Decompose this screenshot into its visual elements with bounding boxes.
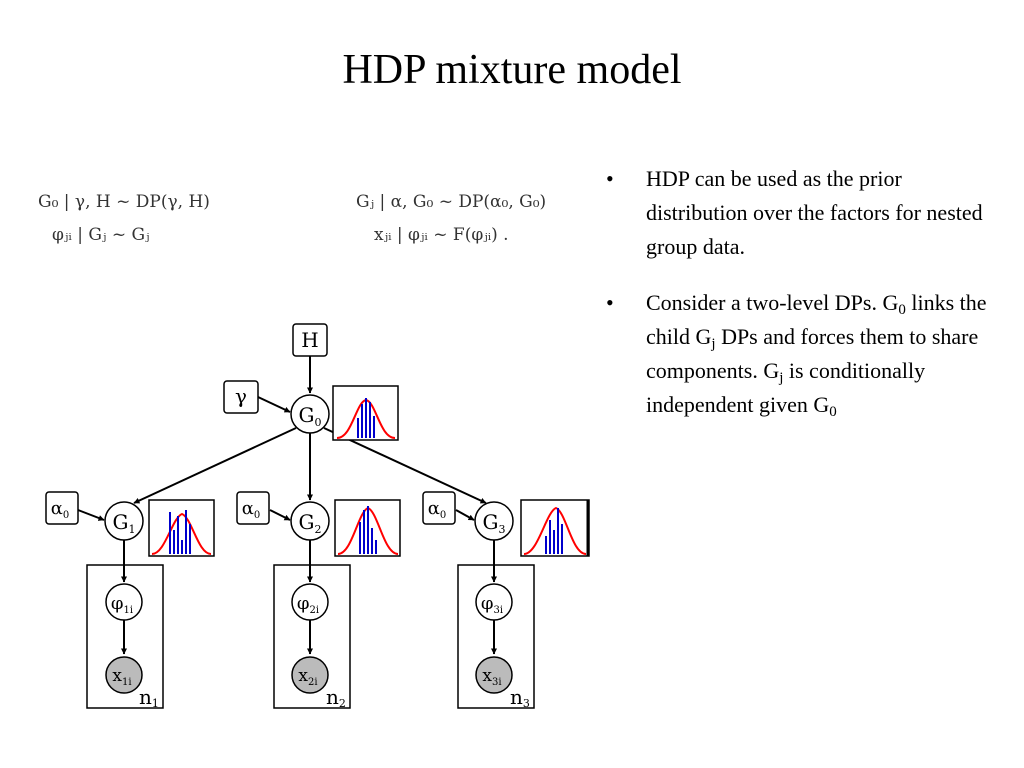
node-alpha0-group-3	[422, 491, 456, 525]
edge-alpha-g3	[455, 509, 475, 521]
label-x2: x2i	[298, 666, 317, 688]
bullet-marker: •	[606, 290, 614, 315]
node-phi1	[105, 583, 143, 621]
label-h: H	[301, 328, 318, 352]
label-g2: G2	[299, 510, 322, 536]
label-phi2: φ2i	[297, 593, 319, 616]
node-g0	[290, 394, 330, 434]
node-x2-observed	[291, 656, 329, 694]
equation-x-given-phi: xⱼᵢ | φⱼᵢ ~ F(φⱼᵢ) .	[374, 225, 509, 245]
equation-gj-prior: Gⱼ | α, G₀ ~ DP(α₀, G₀)	[356, 192, 547, 212]
label-phi3: φ3i	[481, 593, 503, 616]
plate-group-3	[457, 564, 535, 709]
equation-phi-given-g: φⱼᵢ | Gⱼ ~ Gⱼ	[52, 225, 150, 245]
node-alpha0-group-2	[236, 491, 270, 525]
label-x3: x3i	[482, 666, 501, 688]
plate-label-n1: n1	[139, 685, 159, 710]
node-g3	[474, 501, 514, 541]
node-alpha0-group-1	[45, 491, 79, 525]
node-g1	[104, 501, 144, 541]
label-g0: G0	[299, 403, 322, 429]
label-alpha0-group-2: α0	[242, 498, 261, 521]
edge-gamma-g0	[257, 396, 291, 413]
plate-group-2	[273, 564, 351, 709]
distribution-plot-g0	[332, 385, 399, 441]
node-x1-observed	[105, 656, 143, 694]
bullet-list: • HDP can be used as the prior distribut…	[606, 162, 1006, 444]
label-g3: G3	[483, 510, 506, 536]
distribution-plot-g2	[334, 499, 401, 557]
plate-group-1	[86, 564, 164, 709]
bullet-text-1: HDP can be used as the prior distributio…	[646, 166, 983, 259]
plate-label-n2: n2	[326, 685, 346, 710]
plate-label-n3: n3	[510, 685, 530, 710]
bullet-item-1: • HDP can be used as the prior distribut…	[606, 162, 1006, 264]
edge-alpha-g1	[77, 509, 105, 521]
node-g2	[290, 501, 330, 541]
node-phi3	[475, 583, 513, 621]
node-x3-observed	[475, 656, 513, 694]
distribution-plot-g3	[520, 499, 590, 557]
bullet-text-2: Consider a two-level DPs. G0 links the c…	[646, 290, 987, 420]
label-alpha0-group-1: α0	[51, 498, 70, 521]
label-g1: G1	[113, 510, 136, 536]
node-gamma	[223, 380, 259, 414]
slide-title: HDP mixture model	[342, 47, 682, 93]
label-phi1: φ1i	[111, 593, 133, 616]
label-x1: x1i	[112, 666, 131, 688]
edge-g0-g1	[133, 427, 297, 504]
label-gamma: γ	[235, 384, 247, 408]
distribution-plot-g1	[148, 499, 215, 557]
node-h	[292, 323, 328, 357]
label-alpha0-group-3: α0	[428, 498, 447, 521]
equation-g0-prior: G₀ | γ, H ~ DP(γ, H)	[38, 192, 210, 212]
bullet-marker: •	[606, 166, 614, 191]
bullet-item-2: • Consider a two-level DPs. G0 links the…	[606, 286, 1006, 422]
edge-alpha-g2	[269, 509, 291, 521]
node-phi2	[291, 583, 329, 621]
